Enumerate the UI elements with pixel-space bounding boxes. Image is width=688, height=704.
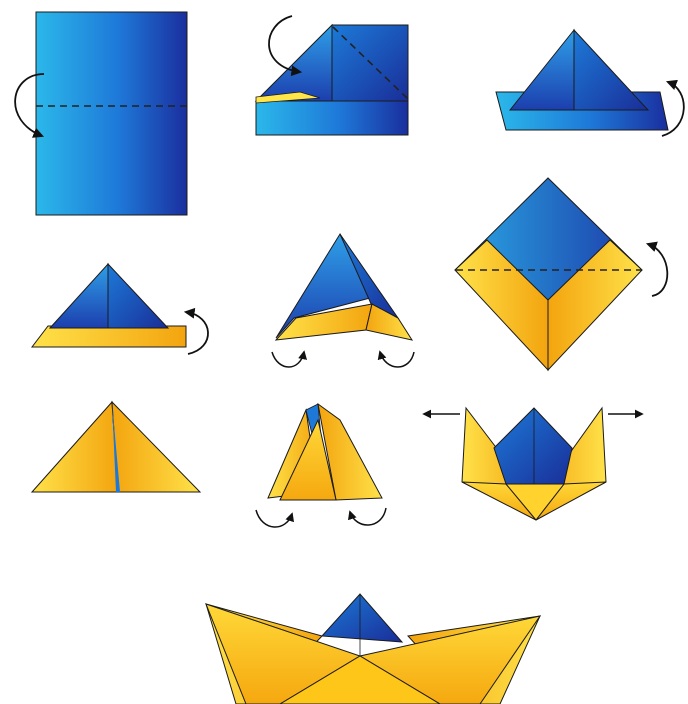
step-9-pull-apart [422, 406, 644, 521]
step-5-open-hat [271, 232, 415, 368]
step-1-rectangle [14, 11, 188, 216]
fold-line [332, 26, 409, 100]
fold-arrow [661, 79, 685, 137]
step-7-yellow-triangle [30, 400, 202, 493]
step-6-diamond [454, 177, 669, 372]
fold-arrow [183, 307, 209, 355]
step-10-finished-boat [205, 593, 542, 704]
pull-arrow-right [348, 507, 387, 526]
step-3-triangle-with-brim [495, 28, 685, 137]
step-2-fold-corner [254, 15, 409, 136]
pull-arrow-right [377, 350, 415, 368]
fold-arrow [645, 241, 669, 297]
pull-arrow-left [271, 350, 307, 368]
step-4-fold-yellow-brim [30, 262, 209, 355]
fold-arrow [268, 15, 303, 77]
fold-arrow [14, 73, 45, 138]
step-8-open-triangle [255, 402, 387, 528]
pull-arrow-left [255, 509, 294, 528]
